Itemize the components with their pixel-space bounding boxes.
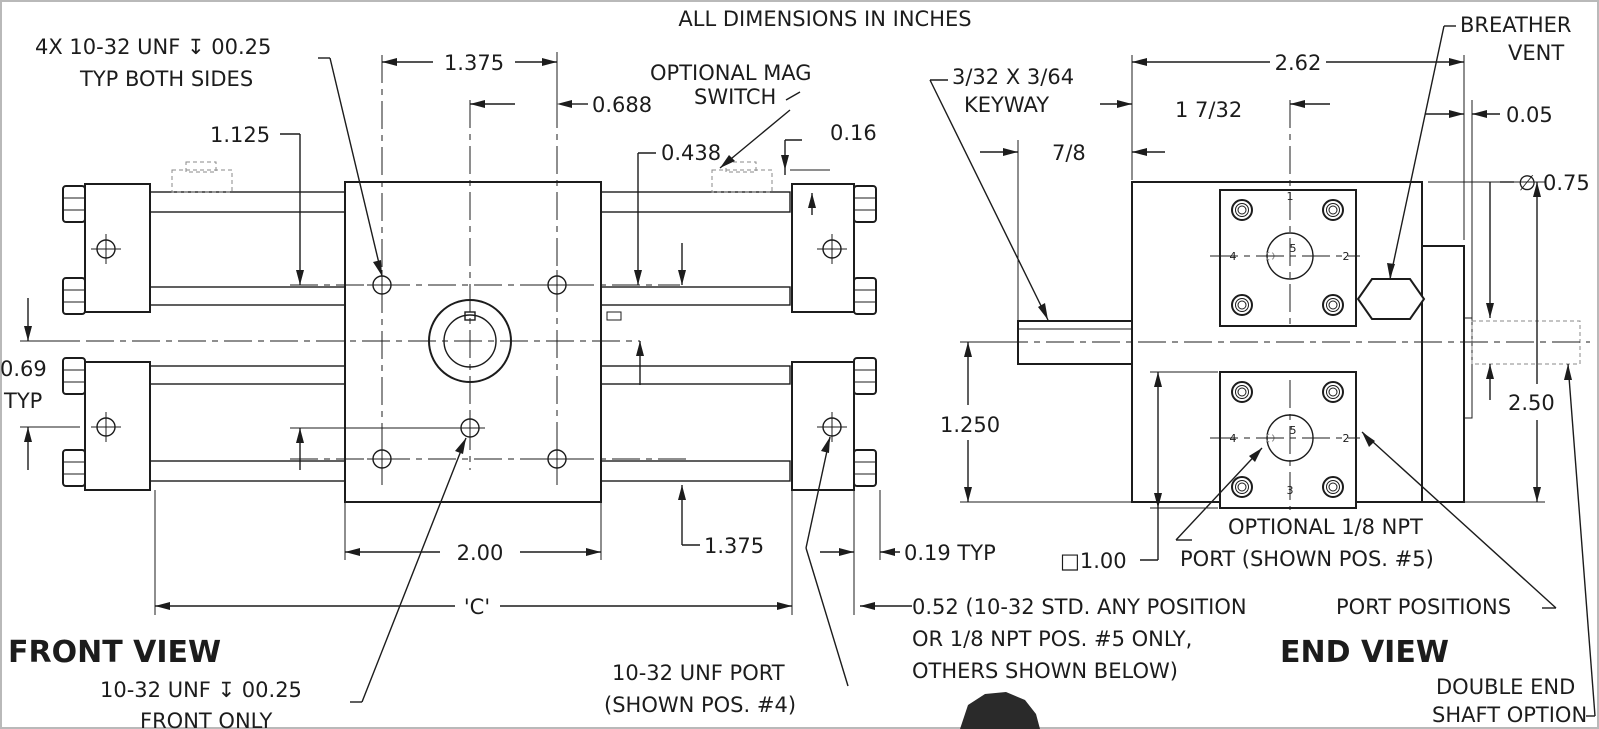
callout-port-front-line2: (SHOWN POS. #4) <box>604 693 796 717</box>
front-view-dimensions: 1.375 0.688 1.125 0.438 0.16 0 <box>0 51 996 619</box>
hex-nut-icon <box>62 449 86 487</box>
callout-mount-holes-line2: TYP BOTH SIDES <box>79 67 253 91</box>
dim-200: 2.00 <box>457 541 504 565</box>
front-view-callouts: 4X 10-32 UNF ↧ 00.25 TYP BOTH SIDES OPTI… <box>8 35 1247 729</box>
dim-c: 'C' <box>464 595 490 619</box>
callout-mag-switch-line1: OPTIONAL MAG <box>650 61 812 85</box>
callout-keyway-line1: 3/32 X 3/64 <box>952 65 1074 89</box>
mag-switch-phantom <box>711 169 773 193</box>
dim-1125: 1.125 <box>210 123 270 147</box>
lower-valve-block <box>1219 371 1357 509</box>
dim-005: 0.05 <box>1506 103 1553 127</box>
dim-1-7-32: 1 7/32 <box>1175 98 1242 122</box>
callout-npt-line2: PORT (SHOWN POS. #5) <box>1180 547 1434 571</box>
callout-mag-switch-line2: SWITCH <box>694 85 776 109</box>
logo-mark-fragment <box>960 692 1040 729</box>
callout-breather-line2: VENT <box>1508 41 1564 65</box>
callout-breather-line1: BREATHER <box>1460 13 1571 37</box>
hex-nut-icon <box>853 277 877 315</box>
left-lower-end-cap <box>84 361 151 491</box>
dim-069: 0.69 <box>0 357 47 381</box>
dim-7-8: 7/8 <box>1052 141 1086 165</box>
port-number-2: 2 <box>1343 250 1350 263</box>
callout-double-end-line1: DOUBLE END <box>1436 675 1575 699</box>
dim-262: 2.62 <box>1275 51 1322 75</box>
end-view-title: END VIEW <box>1280 635 1449 670</box>
dim-1375-top: 1.375 <box>444 51 504 75</box>
callout-port-end-line2: OR 1/8 NPT POS. #5 ONLY, <box>912 627 1192 651</box>
front-view <box>40 55 877 503</box>
upper-valve-block <box>1219 189 1357 327</box>
hex-nut-icon <box>853 449 877 487</box>
end-view: 1 2 4 5 2 3 4 5 <box>1000 100 1590 510</box>
callout-keyway-line2: KEYWAY <box>964 93 1049 117</box>
dim-069-typ: TYP <box>3 389 42 413</box>
port-number-5: 5 <box>1290 242 1297 255</box>
front-view-title: FRONT VIEW <box>8 635 221 670</box>
hex-nut-icon <box>853 185 877 223</box>
callout-front-hole-line1: 10-32 UNF ↧ 00.25 <box>100 678 302 702</box>
dim-1250: 1.250 <box>940 413 1000 437</box>
left-upper-end-cap <box>84 183 151 313</box>
dim-075: ∅ 0.75 <box>1518 171 1590 195</box>
callout-double-end-line2: SHAFT OPTION <box>1432 703 1587 727</box>
dim-100: □1.00 <box>1060 549 1127 573</box>
callout-front-hole-line2: FRONT ONLY <box>140 709 273 729</box>
end-view-dimensions: 2.62 1 7/32 7/8 0.05 ∅ 0.75 <box>940 51 1590 573</box>
port-number-2-lower: 2 <box>1343 432 1350 445</box>
hex-nut-icon <box>853 357 877 395</box>
callout-npt-line1: OPTIONAL 1/8 NPT <box>1228 515 1423 539</box>
end-view-callouts: 3/32 X 3/64 KEYWAY BREATHER VENT OPTIONA… <box>929 13 1596 727</box>
dim-1375-bottom: 1.375 <box>704 534 764 558</box>
hex-nut-icon <box>62 357 86 395</box>
dim-0688: 0.688 <box>592 93 652 117</box>
hex-nut-icon <box>62 277 86 315</box>
callout-port-end-line1: 0.52 (10-32 STD. ANY POSITION <box>912 595 1247 619</box>
callout-port-front-line1: 10-32 UNF PORT <box>612 661 785 685</box>
callout-port-end-line3: OTHERS SHOWN BELOW) <box>912 659 1178 683</box>
breather-vent-icon <box>1356 278 1426 320</box>
callout-port-positions: PORT POSITIONS <box>1336 595 1511 619</box>
mag-switch-phantom <box>171 169 233 193</box>
callout-mount-holes-line1: 4X 10-32 UNF ↧ 00.25 <box>35 35 271 59</box>
dim-250: 2.50 <box>1508 391 1555 415</box>
dim-019: 0.19 TYP <box>904 541 996 565</box>
dim-0438: 0.438 <box>661 141 721 165</box>
port-number-5-lower: 5 <box>1290 424 1297 437</box>
dim-016: 0.16 <box>830 121 877 145</box>
hex-nut-icon <box>62 185 86 223</box>
central-housing <box>344 181 602 503</box>
dimension-unit-note: ALL DIMENSIONS IN INCHES <box>678 7 971 31</box>
